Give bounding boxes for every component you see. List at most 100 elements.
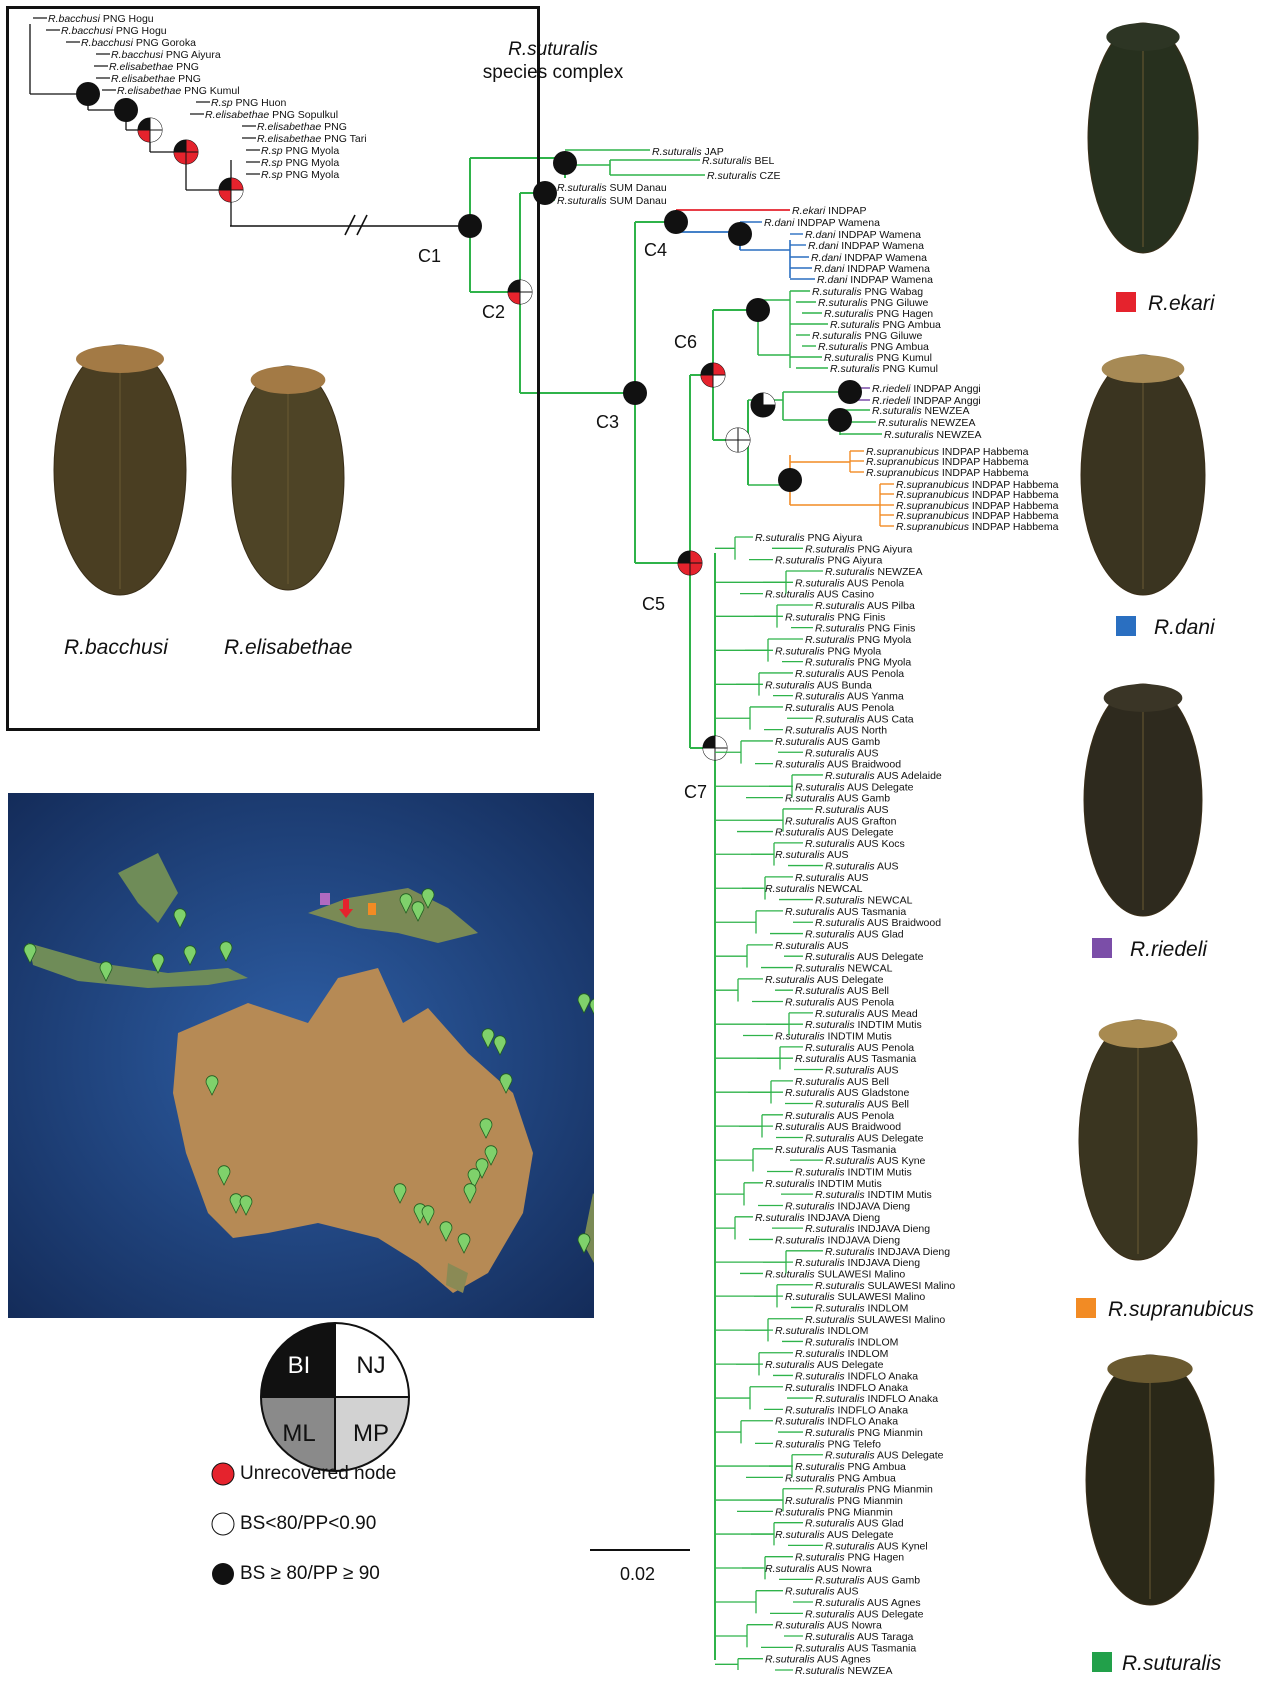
taxon-label-c7: R.suturalis SULAWESI Malino	[785, 1291, 925, 1303]
taxon-label-c7: R.suturalis AUS Casino	[765, 589, 874, 601]
beetle-riedeli	[1084, 684, 1202, 916]
taxon-label-c7: R.suturalis AUS Taraga	[805, 1631, 914, 1643]
node-quadrant	[751, 393, 763, 405]
taxon-label-c7: R.suturalis AUS Nowra	[765, 1563, 872, 1575]
support-node-c4	[664, 210, 688, 234]
support-node-top	[553, 151, 577, 175]
taxon-label-c7: R.suturalis AUS Penola	[785, 702, 894, 714]
taxon-label-c7: R.suturalis AUS Delegate	[775, 827, 894, 839]
clade-label-c3: C3	[596, 412, 619, 433]
node-quadrant	[763, 393, 775, 405]
taxon-label-c7: R.suturalis PNG Aiyura	[805, 543, 913, 555]
taxon-label-c7: R.suturalis AUS Delegate	[825, 1450, 944, 1462]
taxon-label-c7: R.suturalis AUS	[775, 849, 849, 861]
taxon-label-ekari: R.ekari INDPAP	[792, 205, 867, 217]
taxon-label-c7: R.suturalis AUS Glad	[805, 1518, 904, 1530]
taxon-label-c7: R.suturalis INDTIM Mutis	[805, 1019, 922, 1031]
beetle-head	[1099, 1020, 1178, 1048]
taxon-label-c7: R.suturalis PNG Telefo	[775, 1438, 881, 1450]
taxon-label-c7: R.suturalis INDFLO Anaka	[785, 1382, 908, 1394]
taxon-label-c7: R.suturalis AUS Kyne	[825, 1155, 926, 1167]
node-quadrant	[678, 563, 690, 575]
taxon-label-c7: R.suturalis PNG Mianmin	[815, 1484, 933, 1496]
taxon-label-c7: R.suturalis AUS Delegate	[775, 1529, 894, 1541]
node-quadrant	[713, 375, 725, 387]
taxon-label-c7: R.suturalis AUS Yanma	[795, 691, 904, 703]
support-node-c3	[623, 381, 647, 405]
taxon-label-c7: R.suturalis INDJAVA Dieng	[805, 1223, 930, 1235]
node-quadrant	[726, 428, 738, 440]
taxon-label-c7: R.suturalis AUS Adelaide	[825, 770, 942, 782]
complex-species-name: R.suturalis	[508, 39, 598, 60]
species-color-swatch	[1076, 1298, 1096, 1318]
species-complex-title: R.suturalis species complex	[468, 38, 638, 84]
taxon-label-c7: R.suturalis AUS Delegate	[805, 1608, 924, 1620]
taxon-label-c7: R.suturalis INDTIM Mutis	[765, 1178, 882, 1190]
taxon-label-c7: R.suturalis AUS Kynel	[825, 1540, 928, 1552]
inset-label-bacchusi: R.bacchusi	[64, 636, 168, 660]
taxon-label-c7: R.suturalis AUS Bell	[795, 985, 889, 997]
taxon-label-c7: R.suturalis AUS Mead	[815, 1008, 918, 1020]
taxon-label-c7: R.suturalis AUS Gladstone	[785, 1087, 909, 1099]
species-label-ekari: R.ekari	[1148, 292, 1215, 316]
taxon-label-c7: R.suturalis INDLOM	[805, 1336, 898, 1348]
taxon-label-supranubicus: R.supranubicus INDPAP Habbema	[896, 521, 1059, 533]
map-pin-riedeli	[320, 893, 330, 905]
node-quadrant	[703, 736, 715, 748]
support-node-riedeli	[838, 380, 862, 404]
taxon-label-c7: R.suturalis AUS Gamb	[785, 793, 890, 805]
taxon-label-newzea: R.suturalis NEWZEA	[878, 417, 975, 429]
taxon-label-c7: R.suturalis AUS Delegate	[795, 781, 914, 793]
taxon-label-c7: R.suturalis AUS Nowra	[775, 1620, 882, 1632]
sampling-map	[8, 793, 594, 1318]
taxon-label-supranubicus: R.supranubicus INDPAP Habbema	[866, 467, 1029, 479]
taxon-label-c7: R.suturalis INDJAVA Dieng	[775, 1234, 900, 1246]
legend-pie-label-bi: BI	[288, 1352, 311, 1379]
taxon-label-c7: R.suturalis AUS Bunda	[765, 679, 872, 691]
complex-suffix: species complex	[483, 62, 623, 83]
taxon-label-c7: R.suturalis AUS Bell	[815, 1099, 909, 1111]
taxon-label-c7: R.suturalis AUS	[785, 1586, 859, 1598]
species-color-swatch	[1092, 938, 1112, 958]
taxon-label-dani: R.dani INDPAP Wamena	[817, 274, 933, 286]
taxon-label-c7: R.suturalis AUS Tasmania	[795, 1053, 916, 1065]
legend-low-support: BS<80/PP<0.90	[240, 1513, 376, 1535]
taxon-label-c7: R.suturalis PNG Hagen	[795, 1552, 904, 1564]
taxon-label-c7: R.suturalis AUS	[825, 1065, 899, 1077]
taxon-label-c7: R.suturalis INDJAVA Dieng	[825, 1246, 950, 1258]
taxon-label-c7: R.suturalis AUS Grafton	[785, 815, 897, 827]
legend-marker-low	[212, 1513, 234, 1535]
species-label-dani: R.dani	[1154, 616, 1215, 640]
clade-label-c4: C4	[644, 240, 667, 261]
support-node-newzea	[828, 408, 852, 432]
taxon-label-c7: R.suturalis AUS Pilba	[815, 600, 915, 612]
node-quadrant	[715, 736, 727, 748]
taxon-label-c7: R.suturalis PNG Aiyura	[755, 532, 863, 544]
taxon-label-c7: R.suturalis AUS Gamb	[775, 736, 880, 748]
legend-high-support: BS ≥ 80/PP ≥ 90	[240, 1563, 380, 1585]
taxon-label-c7: R.suturalis INDTIM Mutis	[795, 1166, 912, 1178]
taxon-label-c7: R.suturalis AUS Penola	[795, 577, 904, 589]
taxon-label-c7: R.suturalis AUS Delegate	[805, 1132, 924, 1144]
taxon-label-c7: R.suturalis PNG Mianmin	[775, 1506, 893, 1518]
legend-marker-high	[212, 1563, 234, 1585]
taxon-label-c7: R.suturalis AUS Glad	[805, 929, 904, 941]
taxon-label-dani: R.dani INDPAP Wamena	[808, 240, 924, 252]
taxon-label-c7: R.suturalis AUS	[805, 747, 879, 759]
support-node-riedeli-stem	[751, 393, 775, 417]
node-quadrant	[690, 563, 702, 575]
node-quadrant	[715, 748, 727, 760]
taxon-label-c7: R.suturalis NEWCAL	[795, 963, 893, 975]
taxon-label-c7: R.suturalis AUS Tasmania	[785, 906, 906, 918]
node-quadrant	[726, 440, 738, 452]
node-quadrant	[703, 748, 715, 760]
taxon-label-c7: R.suturalis AUS Agnes	[765, 1654, 871, 1666]
legend-unrecovered: Unrecovered node	[240, 1463, 396, 1485]
beetle-head	[1106, 23, 1179, 51]
node-quadrant	[690, 551, 702, 563]
species-color-swatch	[1116, 292, 1136, 312]
taxon-label-c7: R.suturalis INDJAVA Dieng	[755, 1212, 880, 1224]
taxon-label-c7: R.suturalis AUS Tasmania	[775, 1144, 896, 1156]
taxon-label-c7: R.suturalis AUS Penola	[805, 1042, 914, 1054]
species-label-suturalis: R.suturalis	[1122, 1652, 1221, 1676]
